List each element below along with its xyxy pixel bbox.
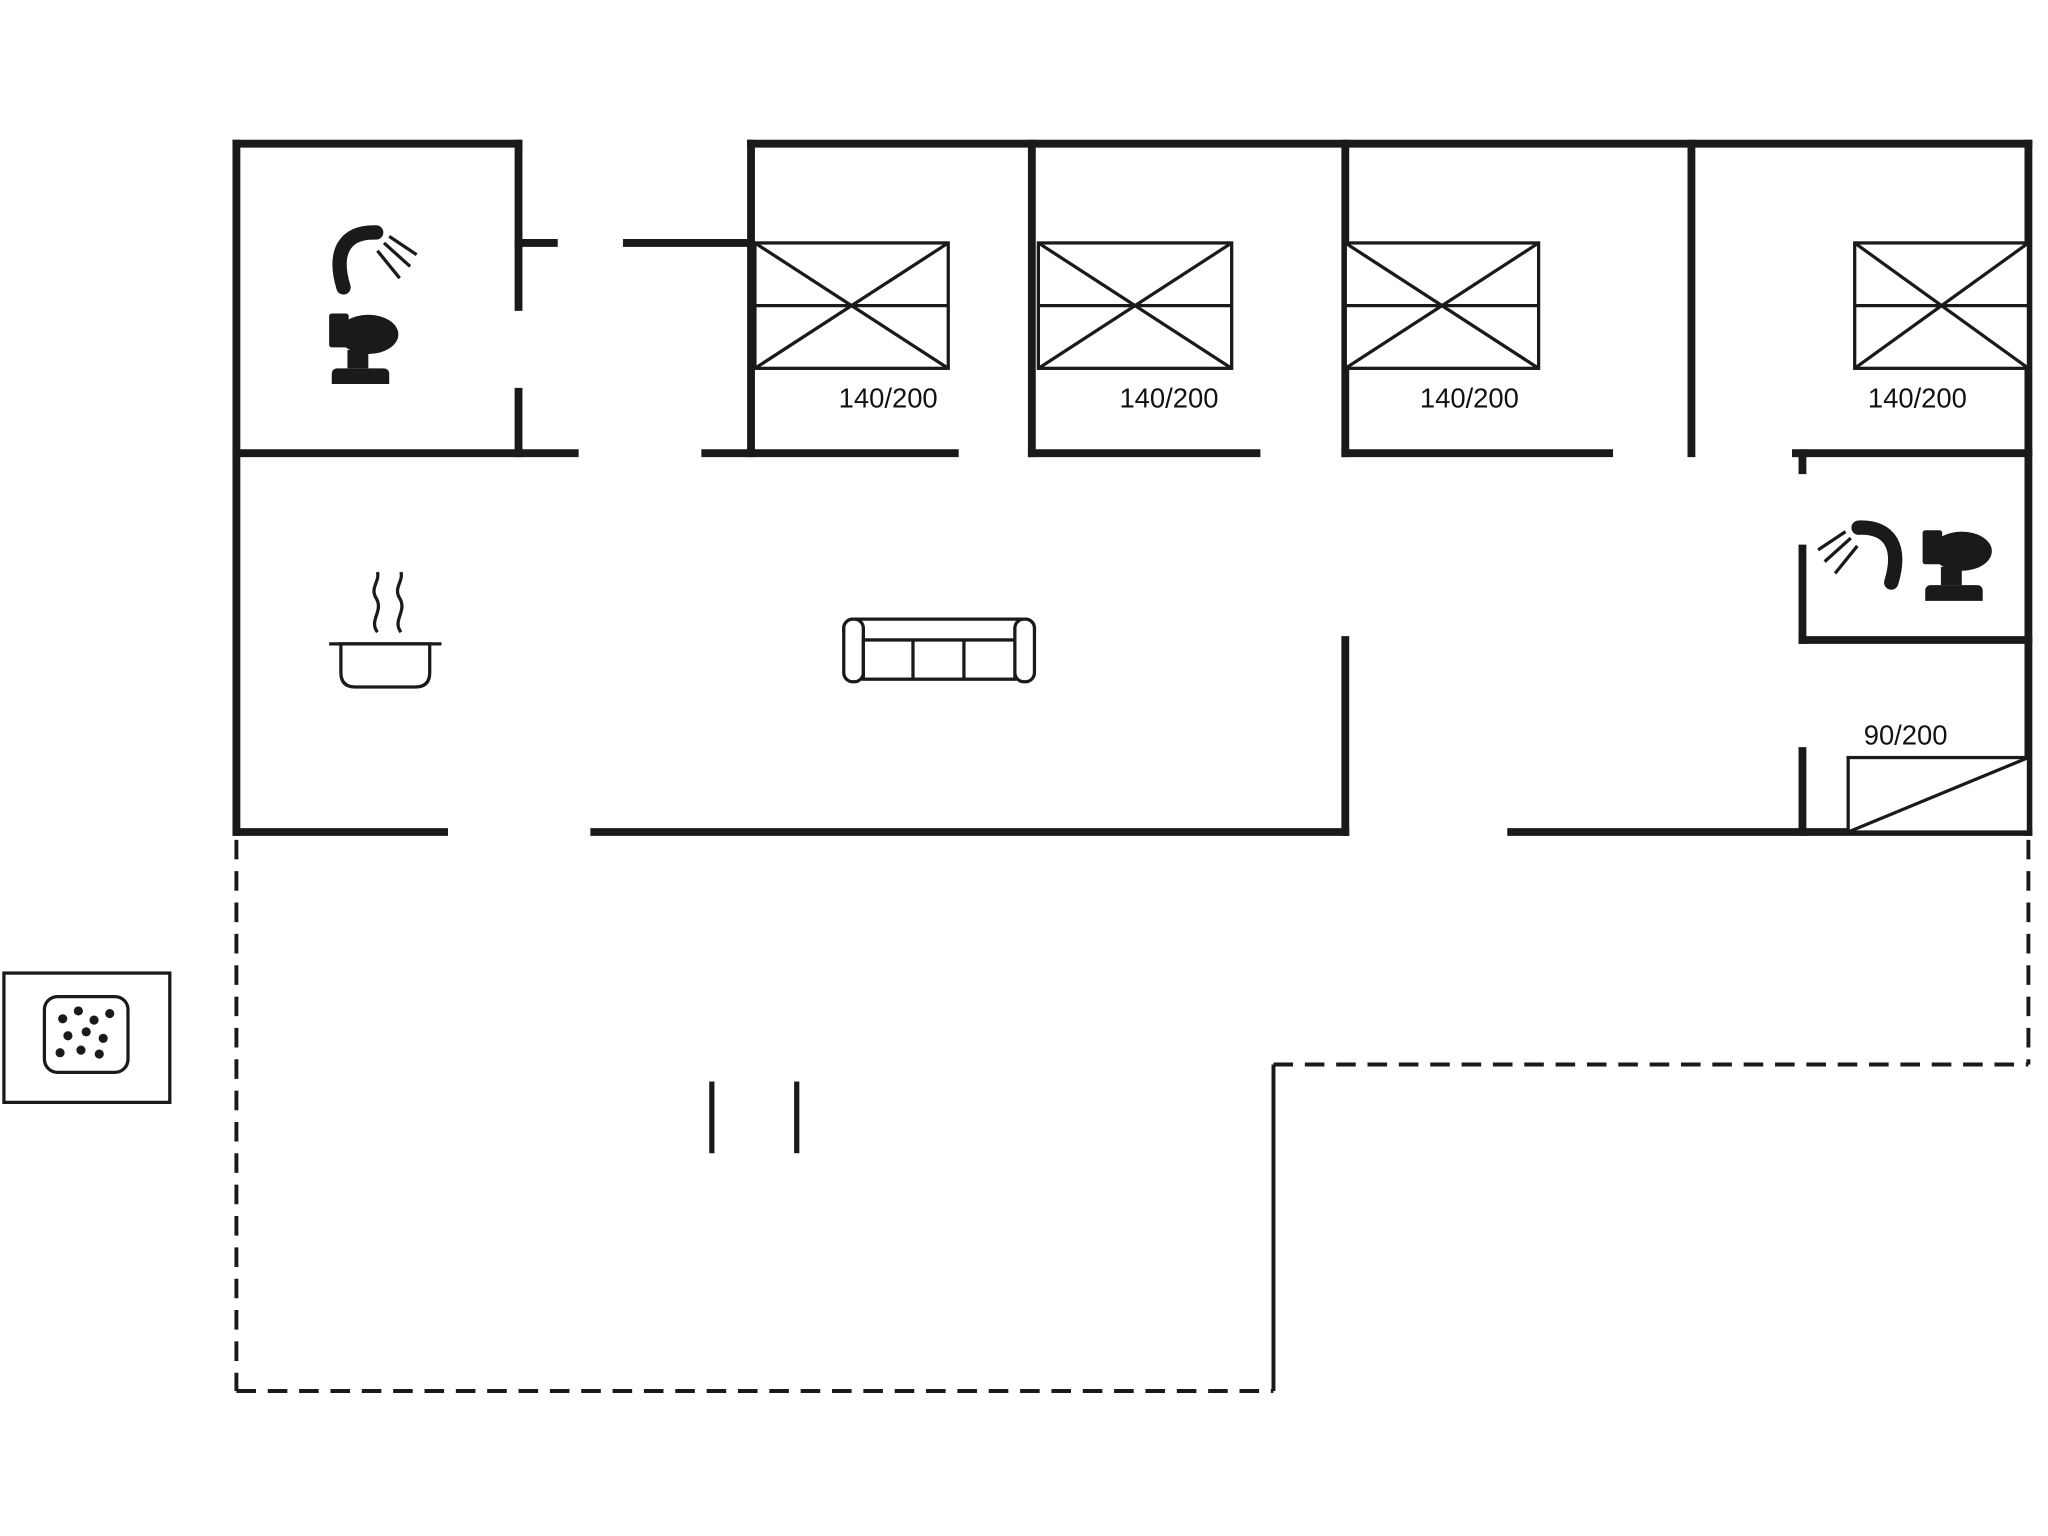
shower-spray-line <box>388 235 418 257</box>
double-bed-3: 140/200 <box>1343 241 1541 414</box>
bed-size-label: 140/200 <box>1420 383 1519 414</box>
sofa-back <box>842 617 1037 642</box>
bubble-dot <box>63 1031 73 1041</box>
steam-line <box>395 571 404 634</box>
toilet-pedestal <box>1940 566 1962 586</box>
bed-size-label: 140/200 <box>1119 383 1218 414</box>
bubble-dot <box>73 1006 83 1016</box>
shower-arm <box>1851 520 1903 590</box>
terrace-outline <box>234 839 2031 1393</box>
bed-cross-line <box>1847 756 2030 834</box>
toilet-seat <box>338 314 399 354</box>
bed-size-label: 90/200 <box>1864 719 1948 750</box>
shower-icon <box>1817 520 1903 590</box>
shower-icon <box>332 225 418 295</box>
walls <box>232 139 2033 836</box>
hot-tub-outline <box>42 994 130 1074</box>
bubble-dot <box>58 1014 68 1024</box>
bubble-dot <box>55 1048 65 1058</box>
hot-tub-box-outline <box>2 971 172 1104</box>
double-bed-2: 140/200 <box>1036 241 1234 414</box>
sofa-seat <box>861 638 1017 681</box>
bubble-dot <box>94 1049 104 1059</box>
shower-arm <box>332 225 384 295</box>
bubble-dot <box>81 1027 91 1037</box>
pot-body <box>339 642 432 689</box>
sofa-arm-right <box>1013 617 1037 684</box>
toilet-base <box>1925 585 1983 601</box>
bubble-dot <box>89 1015 99 1025</box>
shower-spray-line <box>1817 530 1847 552</box>
bubble-dot <box>76 1045 86 1055</box>
sofa-icon <box>842 617 1037 684</box>
single-bed-1: 90/200 <box>1846 719 2031 834</box>
toilet-seat <box>1931 531 1992 571</box>
sofa-arm-left <box>842 617 865 684</box>
hot-tub-box <box>2 971 172 1104</box>
toilet-icon <box>1922 530 1992 601</box>
toilet-icon <box>329 313 399 384</box>
bed-size-label: 140/200 <box>839 383 938 414</box>
double-bed-1: 140/200 <box>753 241 950 414</box>
shower-spray-line <box>1833 544 1859 575</box>
shower-spray-line <box>376 249 401 280</box>
hot-tub-icon <box>42 994 130 1074</box>
shower-spray-line <box>382 241 412 268</box>
shower-spray-line <box>1823 536 1852 563</box>
toilet-base <box>331 368 390 384</box>
double-bed-4: 140/200 <box>1853 241 2031 414</box>
steam-line <box>372 571 381 634</box>
bubble-dot <box>98 1033 108 1043</box>
bed-size-label: 140/200 <box>1868 383 1967 414</box>
bubble-dot <box>105 1008 115 1019</box>
stove-pot-icon <box>329 571 442 689</box>
toilet-pedestal <box>347 350 369 369</box>
